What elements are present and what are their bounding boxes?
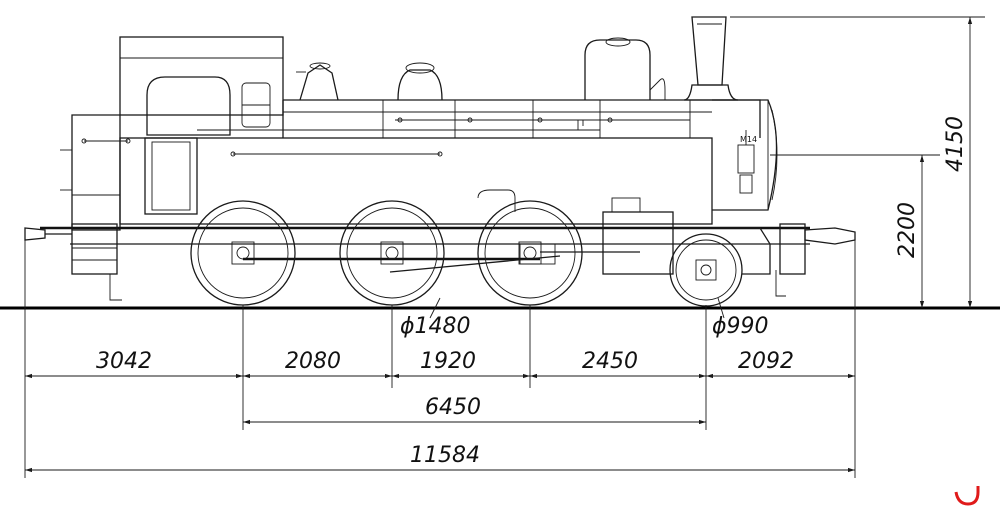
front-buffer-beam xyxy=(779,223,806,275)
rear-buffer xyxy=(24,227,46,241)
boiler xyxy=(282,99,761,138)
dimension-labels: 3042 2080 1920 2450 2092 6450 11584 ϕ148… xyxy=(96,116,968,468)
cab-roof xyxy=(119,36,284,116)
dim-axle-2-3: 1920 xyxy=(420,349,476,374)
chimney-base xyxy=(683,84,739,101)
safety-valve xyxy=(299,64,339,101)
number-plate: M14 xyxy=(740,135,757,144)
chimney xyxy=(691,16,727,86)
cylinder xyxy=(602,211,674,275)
headlamp xyxy=(737,144,755,174)
cab-rear-bunker xyxy=(71,114,121,231)
dim-overall-length: 11584 xyxy=(410,443,480,468)
driving-wheel-1 xyxy=(190,200,296,306)
dim-axle-3-4: 2450 xyxy=(582,349,638,374)
dim-overall-height: 4150 xyxy=(943,116,968,172)
locomotive-outline: M14 xyxy=(24,16,856,307)
rear-buffer-beam xyxy=(71,223,118,275)
steam-dome xyxy=(397,69,443,101)
cab-door xyxy=(144,137,198,215)
side-tank xyxy=(119,137,713,225)
leading-wheel xyxy=(669,233,743,307)
driving-wheel-3 xyxy=(477,200,583,306)
dim-leading-wheel-diameter: ϕ990 xyxy=(712,314,769,339)
driving-wheel-2 xyxy=(339,200,445,306)
smokebox xyxy=(712,99,778,211)
front-buffer xyxy=(804,227,856,245)
corner-mark-icon xyxy=(954,486,980,506)
dimension-lines xyxy=(25,17,973,473)
dim-driving-wheel-diameter: ϕ1480 xyxy=(400,314,471,339)
extension-lines xyxy=(24,16,985,478)
dim-axle-1-2: 2080 xyxy=(285,349,341,374)
sand-box xyxy=(584,39,651,100)
cab-window xyxy=(146,76,231,136)
dim-front-overhang: 2092 xyxy=(738,349,794,374)
dim-rear-overhang: 3042 xyxy=(96,349,152,374)
dim-boiler-height: 2200 xyxy=(895,202,920,258)
dim-wheelbase: 6450 xyxy=(425,395,481,420)
